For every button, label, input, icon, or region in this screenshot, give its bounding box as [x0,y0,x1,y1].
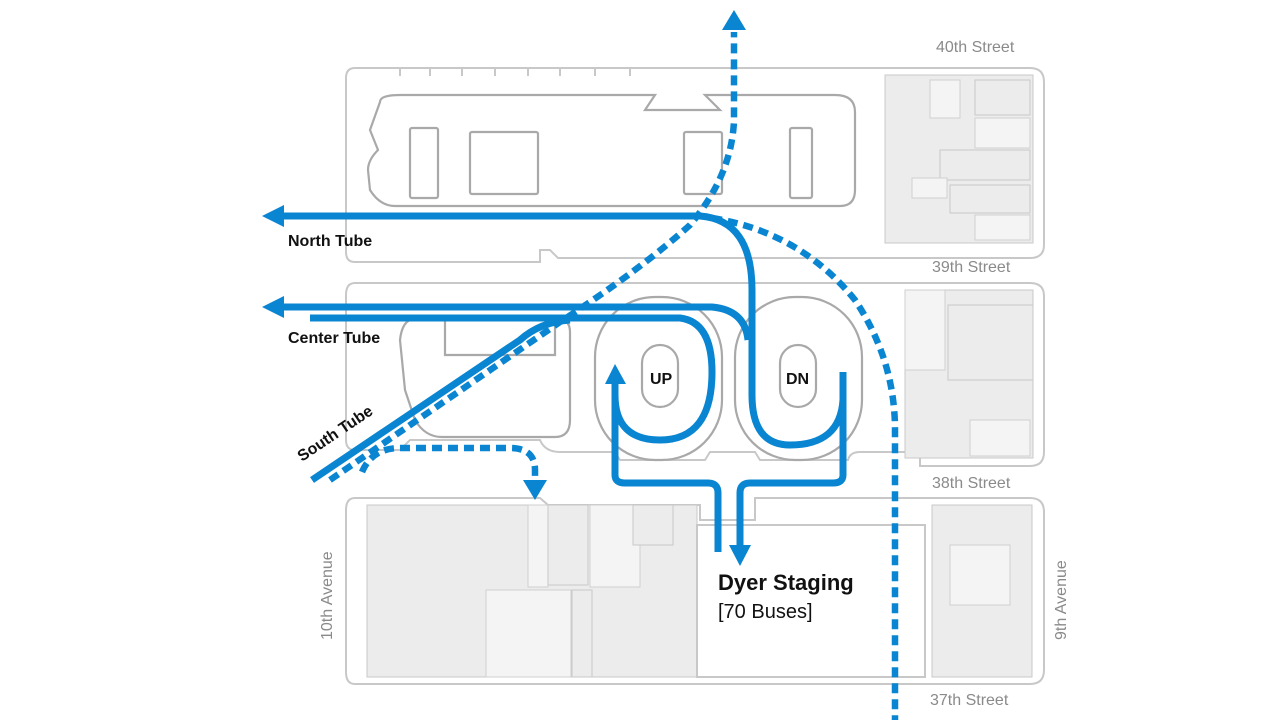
route-south-tube-diagonal [310,316,571,483]
label-dn: DN [786,371,809,388]
buildings-middle-right [904,289,1034,459]
label-up: UP [650,371,673,388]
street-labels: 40th Street 39th Street 38th Street 37th… [319,39,1070,709]
terminal-court-center [468,130,540,196]
street-40th: 40th Street [936,39,1015,56]
label-center-tube: Center Tube [288,330,380,347]
ramp-labels: UP DN [650,371,809,388]
staging-capacity: [70 Buses] [718,601,813,623]
terminal-court-far-right [788,126,814,200]
arrow-staging [729,545,751,566]
route-to-staging-right [736,400,847,545]
tube-labels: North Tube Center Tube South Tube [288,233,380,465]
label-north-tube: North Tube [288,233,372,250]
buildings-bottom-right [931,504,1033,678]
avenue-10th: 10th Avenue [319,551,336,640]
block-notches [399,68,631,76]
dashed-route-9th-ave [711,214,899,720]
helix-dn-inner [778,343,818,409]
arrow-up-ramp [605,364,626,384]
route-north-tube [699,212,847,449]
solid-routes [262,205,847,566]
street-38th: 38th Street [932,475,1011,492]
block-39th-38th [345,282,1045,467]
buildings-bottom-left [366,504,698,678]
arrow-north-exit [722,10,746,30]
terminal-court-left [408,126,440,200]
arrow-center-tube [262,296,284,318]
street-37th: 37th Street [930,692,1009,709]
staging-title: Dyer Staging [718,570,854,595]
route-south-tube [310,314,716,444]
street-39th: 39th Street [932,259,1011,276]
helix-up-outer [593,295,724,462]
arrow-south-local [523,480,547,500]
terminal-outline [366,93,857,208]
dashed-routes [328,10,899,720]
city-blocks [345,67,1045,685]
dyer-staging-lot [696,524,926,678]
terminal-court-right [682,130,724,196]
staging-labels: Dyer Staging [70 Buses] [718,570,854,623]
dashed-route-north-exit [328,32,738,483]
block-38th-37th [345,497,1045,685]
helix-dn-outer [733,295,864,462]
block-40th-39th [345,67,1045,263]
buildings-top-right [884,74,1034,244]
helix-up-inner [640,343,680,409]
arrow-north-tube [262,205,284,227]
route-center-tube [282,303,752,341]
route-to-staging-left [611,395,722,552]
avenue-9th: 9th Avenue [1053,560,1070,640]
dashed-route-south-local [359,444,539,480]
